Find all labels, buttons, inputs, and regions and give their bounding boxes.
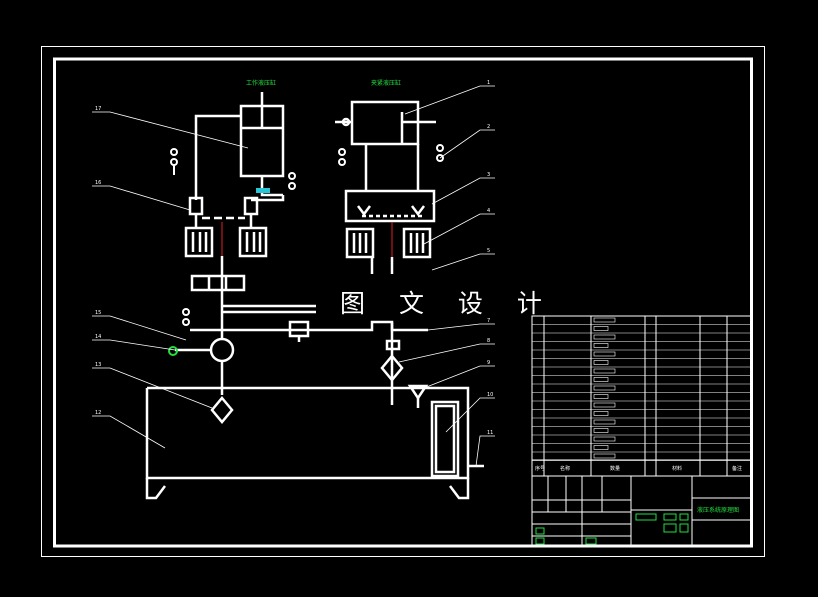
left-cylinder-caption: 工作液压缸 (246, 79, 276, 87)
inner-drawing-frame (53, 57, 753, 548)
part-label-13: 13 (95, 362, 101, 368)
part-label-12: 12 (95, 410, 101, 416)
parts-list-entry-mark (593, 351, 616, 357)
watermark-text: 图 文 设 计 (340, 289, 555, 318)
parts-list-header: 序号 名称 数量 材料 备注 (535, 465, 742, 472)
part-label-17: 17 (95, 106, 101, 112)
right-cylinder-caption: 夹紧液压缸 (371, 79, 401, 87)
part-label-8: 8 (487, 338, 490, 344)
parts-list-entry-mark (593, 377, 609, 382)
parts-list-entry-mark (593, 436, 616, 442)
parts-list-entry-mark (593, 394, 609, 399)
outer-sheet-border (41, 46, 765, 557)
pressure-gauges-left (170, 148, 296, 326)
parts-list-rows (532, 317, 751, 461)
svg-text:名称: 名称 (560, 465, 570, 472)
part-label-15: 15 (95, 310, 101, 316)
parts-list-entry-mark (593, 317, 616, 323)
parts-list-entry-mark (593, 343, 609, 348)
part-number-labels: 17 16 15 14 13 12 1 2 3 4 5 7 8 9 10 11 (95, 80, 493, 436)
cyan-gauge-mark (256, 188, 270, 193)
parts-list-entry-mark (593, 385, 616, 391)
drawing-title: 液压系统原理图 (697, 506, 739, 514)
parts-list-entry-mark (593, 411, 609, 416)
part-label-16: 16 (95, 180, 101, 186)
parts-list-entry-mark (593, 334, 616, 340)
parts-list-entry-mark (593, 453, 616, 459)
part-label-1: 1 (487, 80, 490, 86)
svg-text:数量: 数量 (610, 465, 620, 472)
part-label-3: 3 (487, 172, 490, 178)
pressure-gauges-right (338, 144, 444, 166)
part-label-7: 7 (487, 318, 490, 324)
title-block-green-cells (535, 513, 689, 545)
parts-list-entry-mark (593, 428, 609, 433)
part-label-11: 11 (487, 430, 493, 436)
parts-list-entry-mark (593, 402, 616, 408)
part-label-2: 2 (487, 124, 490, 130)
right-actuator-circuit (335, 100, 436, 274)
part-label-14: 14 (95, 334, 101, 340)
svg-text:材料: 材料 (672, 465, 682, 472)
svg-text:序号: 序号 (535, 465, 545, 472)
supply-line-and-pump (145, 320, 484, 500)
parts-list-entry-mark (593, 368, 616, 374)
leader-lines (92, 85, 495, 467)
parts-list-entry-mark (593, 419, 616, 425)
part-label-9: 9 (487, 360, 490, 366)
title-block (531, 475, 752, 547)
parts-list-entry-mark (593, 445, 609, 450)
parts-list-entry-mark (593, 360, 609, 365)
part-label-10: 10 (487, 392, 493, 398)
left-actuator-circuit (184, 92, 316, 330)
part-label-5: 5 (487, 248, 490, 254)
motor-symbol (168, 346, 178, 356)
part-label-4: 4 (487, 208, 490, 214)
svg-text:备注: 备注 (732, 465, 742, 472)
parts-list-entry-mark (593, 326, 609, 331)
